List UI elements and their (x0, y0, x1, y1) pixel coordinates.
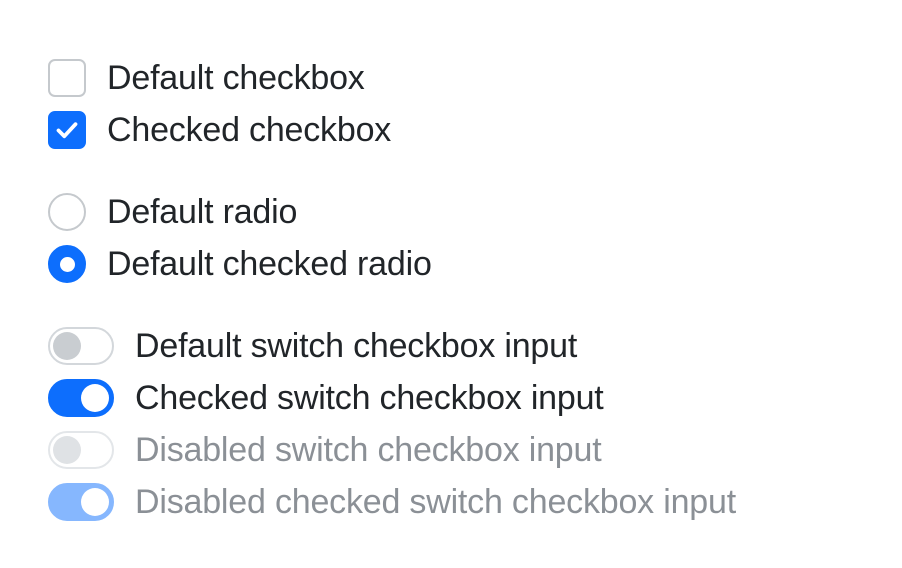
switch-group: Default switch checkbox input Checked sw… (48, 320, 902, 528)
switch-off-disabled-toggle (48, 431, 114, 469)
check-icon (56, 122, 78, 139)
switch-knob (81, 488, 109, 516)
radio-group: Default radio Default checked radio (48, 186, 902, 290)
form-switch-row[interactable]: Default switch checkbox input (48, 320, 902, 372)
form-check-row[interactable]: Default radio (48, 186, 902, 238)
form-check-label: Default switch checkbox input (135, 327, 578, 365)
form-check-label: Disabled switch checkbox input (135, 431, 602, 469)
form-check-row[interactable]: Checked checkbox (48, 104, 902, 156)
checkbox-checked-icon[interactable] (48, 111, 86, 149)
form-switch-row-disabled: Disabled switch checkbox input (48, 424, 902, 476)
form-check-label: Default checked radio (107, 245, 432, 283)
form-check-row[interactable]: Default checked radio (48, 238, 902, 290)
form-check-row[interactable]: Default checkbox (48, 52, 902, 104)
form-check-label: Disabled checked switch checkbox input (135, 483, 736, 521)
switch-on-disabled-toggle (48, 483, 114, 521)
switch-off-toggle[interactable] (48, 327, 114, 365)
form-check-label: Default radio (107, 193, 298, 231)
checkbox-group: Default checkbox Checked checkbox (48, 52, 902, 156)
switch-knob (53, 436, 81, 464)
form-switch-row-disabled: Disabled checked switch checkbox input (48, 476, 902, 528)
switch-knob (53, 332, 81, 360)
form-check-label: Default checkbox (107, 59, 365, 97)
form-switch-row[interactable]: Checked switch checkbox input (48, 372, 902, 424)
radio-checked-icon[interactable] (48, 245, 86, 283)
form-check-label: Checked switch checkbox input (135, 379, 604, 417)
checkbox-unchecked-icon[interactable] (48, 59, 86, 97)
switch-on-toggle[interactable] (48, 379, 114, 417)
switch-knob (81, 384, 109, 412)
radio-unchecked-icon[interactable] (48, 193, 86, 231)
form-check-label: Checked checkbox (107, 111, 392, 149)
